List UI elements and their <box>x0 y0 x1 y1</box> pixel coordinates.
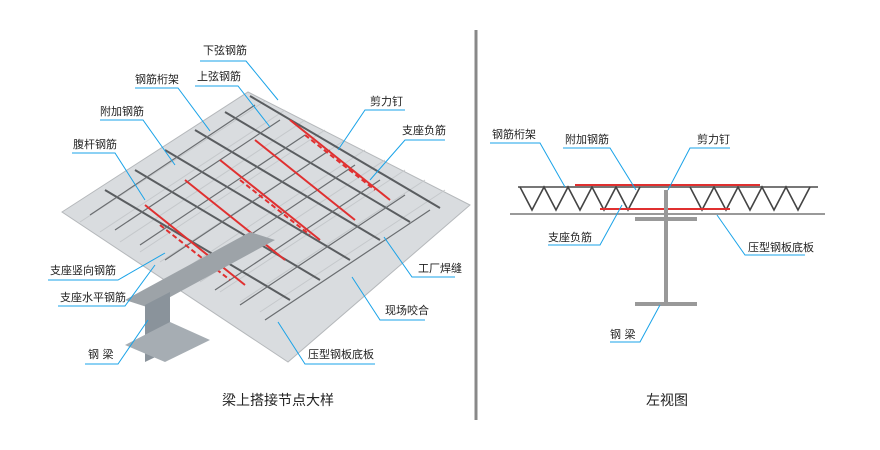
label-web-rebar: 腹杆钢筋 <box>73 138 117 151</box>
left-leaders <box>48 60 455 365</box>
label-bottom-chord: 下弦钢筋 <box>203 44 247 57</box>
right-leaders <box>490 142 805 343</box>
right-label-truss: 钢筋桁架 <box>492 128 536 141</box>
trusses <box>104 95 441 301</box>
red-rebars <box>144 119 391 286</box>
side-view <box>510 184 825 306</box>
label-factory-weld: 工厂焊缝 <box>418 262 462 275</box>
label-support-negative: 支座负筋 <box>402 124 446 137</box>
isometric-deck <box>61 91 471 363</box>
right-label-additional-rebar: 附加钢筋 <box>565 133 609 146</box>
right-label-deck-plate: 压型钢板底板 <box>748 241 814 254</box>
label-top-chord: 上弦钢筋 <box>197 70 241 83</box>
label-site-seam: 现场咬合 <box>385 304 429 317</box>
label-support-vertical: 支座竖向钢筋 <box>50 264 116 277</box>
left-caption: 梁上搭接节点大样 <box>222 393 334 409</box>
label-steel-beam: 钢 梁 <box>88 348 114 361</box>
right-label-steel-beam: 钢 梁 <box>610 328 636 341</box>
right-label-shear-stud: 剪力钉 <box>697 133 730 146</box>
label-truss: 钢筋桁架 <box>135 73 179 86</box>
label-shear-stud: 剪力钉 <box>370 95 403 108</box>
beam-flange <box>125 232 275 308</box>
label-deck-plate: 压型钢板底板 <box>308 348 374 361</box>
right-label-support-negative: 支座负筋 <box>548 231 592 244</box>
label-support-horizontal: 支座水平钢筋 <box>60 291 126 304</box>
label-additional-rebar: 附加钢筋 <box>100 105 144 118</box>
right-caption: 左视图 <box>646 393 688 409</box>
